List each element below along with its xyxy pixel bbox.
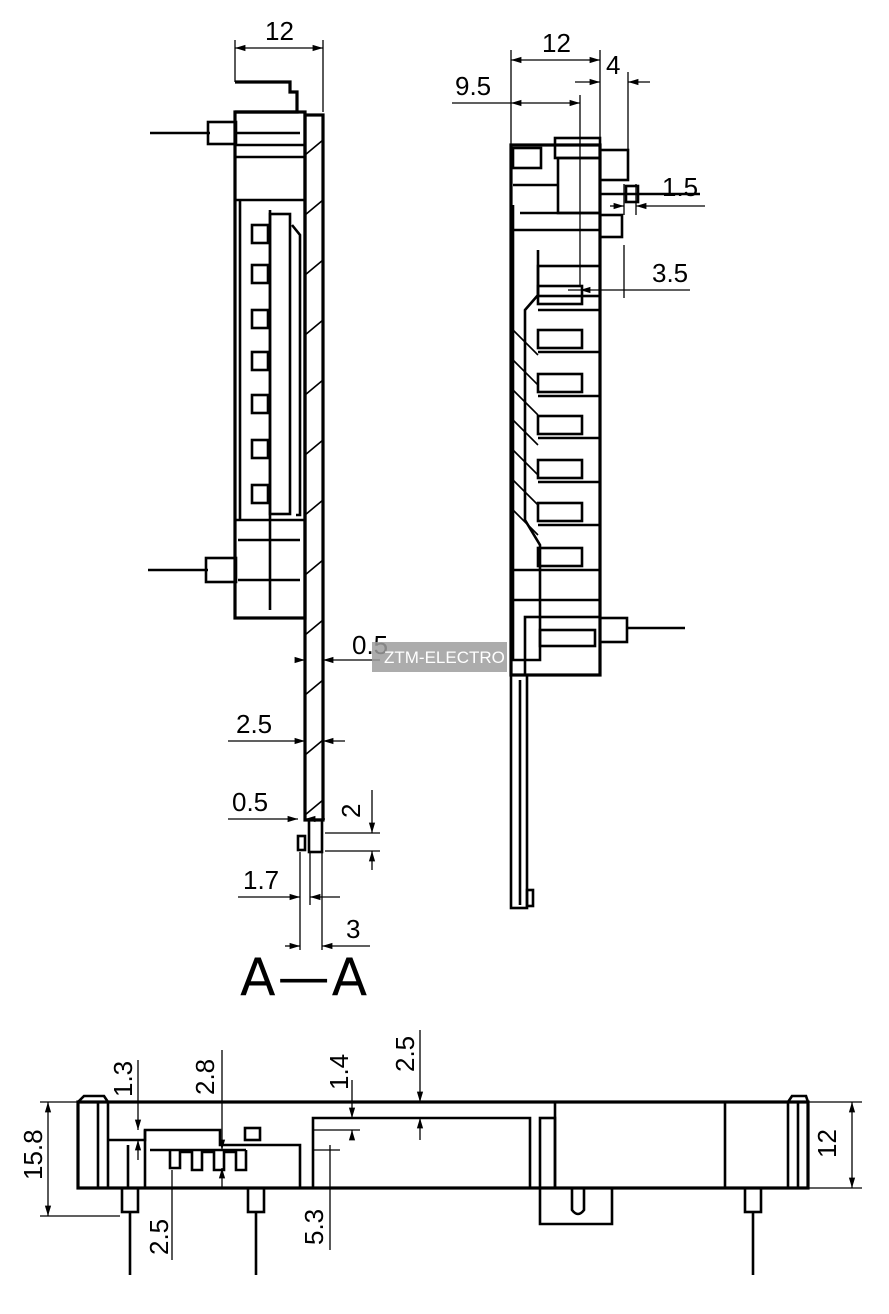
left-section-view: 12	[148, 16, 388, 1008]
dim-top-offset: 2.5	[390, 1030, 424, 1140]
svg-text:1.5: 1.5	[662, 172, 698, 202]
svg-text:9.5: 9.5	[455, 71, 491, 101]
watermark: ZTM-ELECTRO	[372, 642, 507, 672]
dim-tab-width: 4	[575, 50, 650, 150]
dim-pin-depth: 2.5	[228, 709, 345, 745]
svg-text:ZTM-ELECTRO: ZTM-ELECTRO	[384, 648, 505, 667]
svg-text:1.7: 1.7	[243, 865, 279, 895]
section-label: A—A	[240, 948, 369, 1008]
dim-comb-height: 2.8	[190, 1050, 226, 1188]
dim-pin-length: 2	[325, 790, 380, 870]
dim-step-a: 1.3	[108, 1060, 142, 1160]
svg-text:2.5: 2.5	[236, 709, 272, 739]
svg-text:2.5: 2.5	[390, 1036, 420, 1072]
dim-height-left: 15.8	[18, 1101, 120, 1217]
lead-wires	[148, 120, 300, 584]
dim-pin-pitch: 3	[285, 914, 370, 950]
dim-label-top-width: 12	[265, 16, 294, 46]
svg-text:1.3: 1.3	[108, 1061, 138, 1097]
svg-text:3: 3	[346, 914, 360, 944]
dim-pin-tip: 0.5	[228, 787, 325, 823]
dim-height-right: 12	[808, 1101, 862, 1189]
right-side-view: 12 4 9.5 1.5 3.5	[452, 28, 705, 910]
bottom-view: 15.8 1.3 2.8 1.4 2.5 2.5	[18, 1030, 862, 1275]
housing	[233, 80, 307, 620]
svg-text:1.4: 1.4	[324, 1054, 354, 1090]
dim-right-pin-offset: 1.5	[610, 172, 705, 215]
dim-slot-depth: 1.4	[313, 1054, 360, 1141]
svg-text:12: 12	[812, 1129, 842, 1158]
svg-text:3.5: 3.5	[652, 258, 688, 288]
dim-body-height: 5.3	[299, 1145, 340, 1250]
dim-pin-offset: 1.7	[238, 852, 340, 950]
svg-text:0.5: 0.5	[232, 787, 268, 817]
dim-right-width: 12	[510, 28, 601, 145]
dim-body-depth: 9.5	[452, 71, 581, 285]
svg-text:2: 2	[336, 804, 366, 818]
dim-bottom-pin-length: 2.5	[144, 1170, 174, 1260]
svg-text:2.8: 2.8	[190, 1059, 220, 1095]
svg-text:2.5: 2.5	[144, 1219, 174, 1255]
right-plate	[509, 205, 542, 910]
dim-step: 3.5	[568, 245, 690, 298]
svg-text:12: 12	[542, 28, 571, 58]
dim-top-width: 12	[234, 16, 324, 112]
svg-text:5.3: 5.3	[299, 1209, 329, 1245]
svg-text:4: 4	[606, 50, 620, 80]
right-body	[509, 136, 700, 677]
svg-text:15.8: 15.8	[18, 1129, 48, 1180]
bottom-pins	[120, 1186, 763, 1275]
